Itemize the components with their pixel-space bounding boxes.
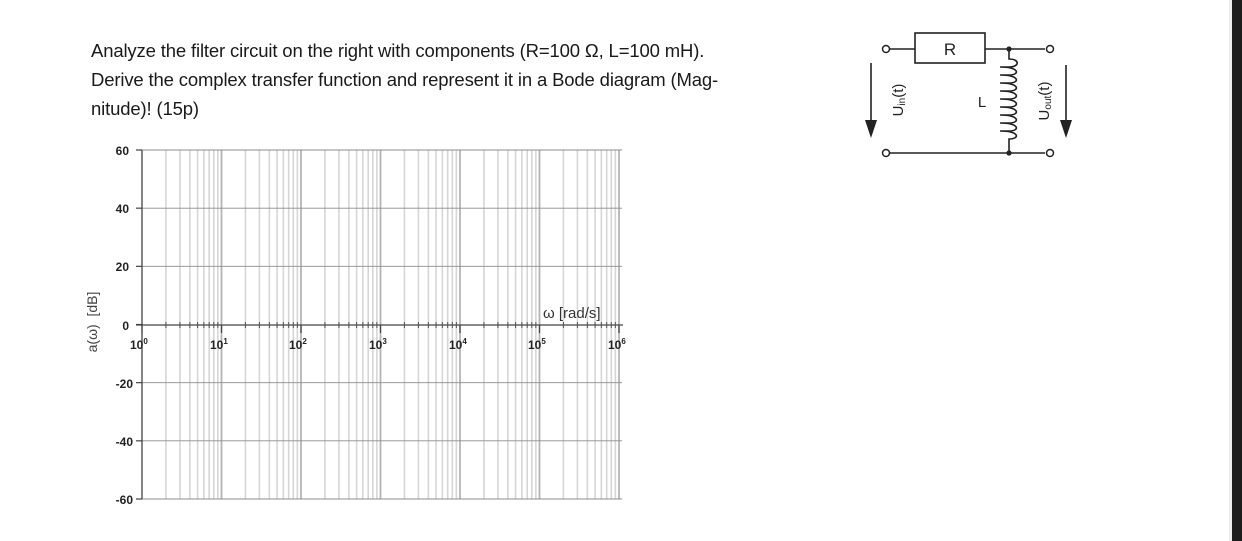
circuit-diagram: R L Uin(t) Uout(t)	[865, 32, 1072, 158]
y-tick-label: 0	[122, 319, 129, 333]
inductor-label: L	[978, 94, 986, 111]
output-terminal-bottom	[1045, 148, 1055, 158]
resistor	[914, 32, 986, 64]
y-tick-labels: 60 40 20 0 -20 -40 -60	[116, 144, 134, 507]
output-voltage-label: Uout(t)	[1036, 82, 1054, 121]
output-voltage-arrow-icon	[1060, 65, 1072, 138]
bode-diagram: 60 40 20 0 -20 -40 -60 100 101 102 103 1…	[84, 144, 626, 507]
problem-line-2: Derive the complex transfer function and…	[91, 69, 719, 90]
problem-line-3: nitude)! (15p)	[91, 98, 199, 119]
x-tick-label: 103	[369, 337, 387, 352]
page-edge-shadow	[1229, 0, 1232, 541]
input-terminal-top	[881, 44, 891, 54]
input-terminal-bottom	[881, 148, 891, 158]
problem-statement: Analyze the filter circuit on the right …	[91, 36, 831, 123]
y-tick-label: -60	[116, 493, 134, 507]
x-tick-label: 101	[210, 337, 228, 352]
y-axis-label: a(ω) [dB]	[84, 292, 100, 353]
y-tick-label: 40	[116, 202, 130, 216]
x-tick-label: 102	[289, 337, 307, 352]
x-tick-labels: 100 101 102 103 104 105 106	[130, 337, 626, 352]
output-terminal-top	[1045, 44, 1055, 54]
x-axis-label: ω [rad/s]	[543, 305, 601, 322]
y-tick-label: 60	[116, 144, 130, 158]
inductor	[999, 49, 1019, 153]
x-axis-minor-ticks	[141, 322, 620, 333]
resistor-label: R	[944, 40, 956, 59]
problem-line-1: Analyze the filter circuit on the right …	[91, 40, 705, 61]
x-tick-label: 106	[608, 337, 626, 352]
viewer-dark-edge	[1232, 0, 1242, 541]
horizontal-gridlines	[142, 149, 622, 500]
y-tick-label: -40	[116, 435, 134, 449]
x-tick-label: 105	[528, 337, 546, 352]
y-tick-label: -20	[116, 377, 134, 391]
x-tick-label: 100	[130, 337, 148, 352]
input-voltage-label: Uin(t)	[890, 84, 908, 117]
y-tick-label: 20	[116, 260, 130, 274]
node-dot-bottom	[1006, 150, 1012, 156]
x-tick-label: 104	[449, 337, 467, 352]
input-voltage-arrow-icon	[865, 63, 877, 138]
